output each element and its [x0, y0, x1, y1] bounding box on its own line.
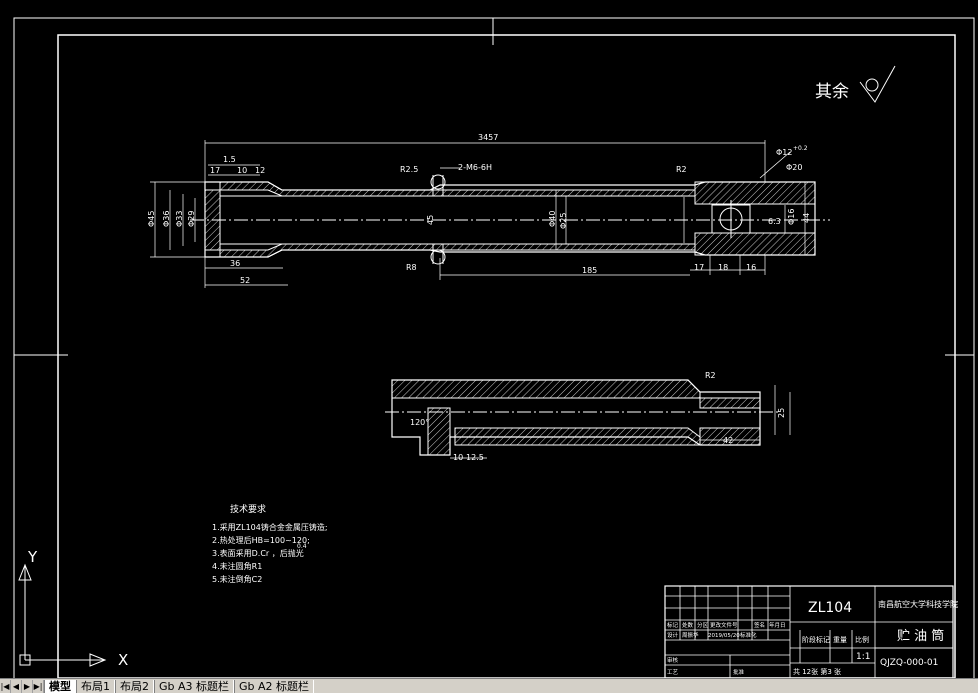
tb-designer: 周振华	[682, 631, 699, 639]
tech-requirements: 技术要求 1.采用ZL104铸合金金属压铸造; 2.热处理后HB=100~120…	[212, 503, 328, 584]
tech-req-item: 4.未注圆角R1	[212, 561, 262, 571]
tb-part-no: ZL104	[808, 600, 852, 616]
dim-r8: R8	[406, 263, 417, 272]
tb-row-label: 处数	[682, 621, 694, 629]
sheet-outer-border	[13, 17, 975, 678]
prev-tab-button[interactable]: ◀	[11, 680, 22, 693]
dim-phi33: Φ33	[175, 211, 184, 227]
dim-phi45: Φ45	[147, 211, 156, 227]
layout-tab-bar: |◀ ◀ ▶ ▶| 模型 布局1 布局2 Gb A3 标题栏 Gb A2 标题栏	[0, 678, 978, 693]
dim-10: 10	[237, 166, 247, 175]
tb-row-label: 签名	[754, 621, 765, 629]
tb-standard-label: 标准化	[740, 631, 757, 639]
dim-12: 12	[255, 166, 265, 175]
dim-phi25: Φ25	[559, 213, 568, 229]
tab-layout1[interactable]: 布局1	[76, 679, 115, 693]
dim-phi40: Φ40	[548, 211, 557, 227]
dim-thread: 2-M6-6H	[458, 163, 492, 172]
tech-req-item: 3.表面采用D.Cr ，后抛光	[212, 548, 304, 558]
next-tab-button[interactable]: ▶	[22, 680, 33, 693]
dim-17: 17	[210, 166, 220, 175]
dim-phi29: Φ29	[187, 211, 196, 227]
dim-phi20: Φ20	[786, 163, 802, 172]
ucs-icon	[18, 563, 107, 667]
tb-row-label: 标记	[667, 621, 679, 629]
tab-model[interactable]: 模型	[44, 679, 76, 693]
tab-gb-a3[interactable]: Gb A3 标题栏	[154, 679, 235, 693]
main-dim-texts: 3457 1.5 17 10 12 R2.5 2-M6-6H R2 Φ12 +0…	[147, 133, 811, 285]
tb-scale: 1:1	[856, 652, 870, 662]
tb-part-name: 贮 油 筒	[897, 628, 944, 644]
drawing-canvas: 其余 3457 1.5 17 10 12 R2.5 2-M6-6H R2 Φ12…	[13, 17, 975, 678]
sec-dim-120: 120°	[410, 418, 429, 427]
ucs-y-label: Y	[27, 548, 38, 566]
tb-design-label: 设计	[667, 631, 679, 639]
tb-sheets: 共 12张 第3 张	[793, 667, 841, 676]
title-block-texts: ZL104 南昌航空大学科技学院 贮 油 筒 QJZQ-000-01 比例 1:…	[667, 599, 958, 676]
tb-row-label: 年月日	[769, 621, 786, 629]
tb-row-label: 分区	[697, 621, 709, 629]
dim-17b: 17	[694, 263, 704, 272]
tb-process-label: 工艺	[667, 669, 679, 676]
last-tab-button[interactable]: ▶|	[33, 680, 44, 693]
dim-1-5: 1.5	[223, 155, 236, 164]
dim-phi36: Φ36	[162, 211, 171, 227]
tb-drawing-no: QJZQ-000-01	[880, 658, 938, 668]
tb-school: 南昌航空大学科技学院	[878, 599, 958, 609]
tb-design-date: 2019/05/20	[708, 633, 740, 639]
dim-phi16: Φ16	[787, 209, 796, 225]
dim-r2: R2	[676, 165, 687, 174]
tb-stage-label: 阶段标记	[802, 635, 830, 644]
dim-16: 16	[746, 263, 756, 272]
dim-18: 18	[718, 263, 728, 272]
tb-weight-label: 重量	[833, 636, 847, 644]
roughness-note: 其余	[815, 82, 849, 102]
tb-scale-label: 比例	[855, 635, 869, 644]
sec-dim-r2: R2	[705, 371, 716, 380]
dim-185: 185	[582, 266, 597, 275]
tech-req-item: 2.热处理后HB=100~120;	[212, 535, 310, 545]
tech-req-title: 技术要求	[230, 503, 266, 515]
ucs-x-label: X	[118, 651, 128, 669]
sec-dim-12-5: 12.5	[466, 453, 484, 462]
main-view	[190, 174, 830, 265]
tab-layout2[interactable]: 布局2	[115, 679, 154, 693]
section-dim-texts: R2 25 42 10 12.5 120°	[410, 371, 786, 462]
roughness-symbol	[859, 65, 896, 103]
tech-req-roughness: 0.4	[297, 543, 307, 550]
dim-phi12-tol: +0.2	[793, 145, 808, 152]
first-tab-button[interactable]: |◀	[0, 680, 11, 693]
dim-45: 45	[426, 215, 435, 225]
tech-req-item: 5.未注倒角C2	[212, 574, 262, 584]
dim-36: 36	[230, 259, 240, 268]
dim-r2-5: R2.5	[400, 165, 418, 174]
section-view	[385, 379, 791, 459]
dim-44: 44	[802, 213, 811, 223]
tech-req-item: 1.采用ZL104铸合金金属压铸造;	[212, 522, 328, 532]
main-dimensions	[150, 140, 806, 288]
sec-dim-25: 25	[777, 408, 786, 418]
tab-gb-a2[interactable]: Gb A2 标题栏	[234, 679, 315, 693]
dim-6-3: 6.3	[768, 217, 781, 226]
sec-dim-42: 42	[723, 436, 733, 445]
dim-52: 52	[240, 276, 250, 285]
tb-review-label: 审核	[667, 656, 679, 664]
sec-dim-10: 10	[453, 453, 463, 462]
sheet-inner-border	[57, 34, 956, 678]
tb-row-label: 更改文件号	[710, 621, 738, 629]
dim-overall: 3457	[478, 133, 498, 142]
tb-approve-label: 批准	[733, 668, 745, 676]
dim-phi12: Φ12	[776, 148, 792, 157]
title-block	[664, 585, 954, 678]
